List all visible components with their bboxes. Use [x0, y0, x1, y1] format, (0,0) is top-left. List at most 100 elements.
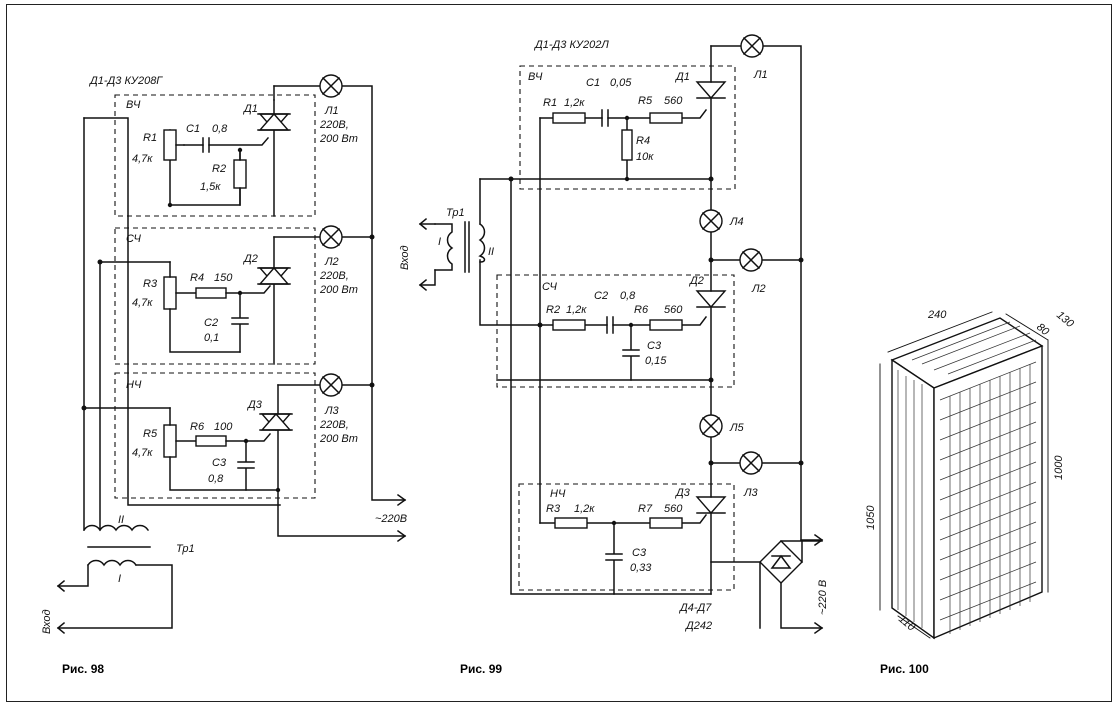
fig98-r5-value: 4,7к	[132, 447, 153, 459]
figure-99-caption: Рис. 99	[460, 662, 503, 676]
fig98-wire-r6	[225, 432, 272, 442]
fig98-r6	[195, 435, 227, 447]
fig100-dim-lines	[879, 311, 1049, 639]
fig98-wire-hf-loop	[169, 129, 241, 206]
fig99-bridge-wires	[710, 539, 823, 629]
fig98-lamp2-label: Л2	[324, 256, 339, 268]
fig98-lamp3-power: 200 Вт	[319, 433, 358, 445]
fig98-d1-wires	[257, 99, 291, 217]
fig99-box-lf	[518, 483, 735, 591]
fig99-wire-input	[419, 223, 436, 286]
fig98-r1	[163, 129, 177, 161]
fig99-r5-value: 560	[664, 95, 683, 107]
fig98-tr1-label: Тр1	[176, 543, 195, 555]
fig98-wire-c1	[183, 136, 270, 146]
fig99-r5	[649, 112, 683, 124]
fig99-bridge-label: Д4-Д7	[678, 602, 712, 614]
fig98-c3-label: C3	[212, 457, 227, 469]
fig98-d1-label: Д1	[242, 103, 258, 115]
fig99-r3	[554, 517, 588, 529]
fig98-lamp2-volt: 220В,	[319, 270, 349, 282]
fig98-band-hf: ВЧ	[126, 99, 141, 111]
fig98-wire-r4	[225, 284, 272, 294]
fig98-lamp-1	[319, 74, 343, 98]
fig98-lamp3-volt: 220В,	[319, 419, 349, 431]
fig98-r6-label: R6	[190, 421, 205, 433]
fig99-mains-label: ~220 В	[817, 580, 829, 615]
fig98-r4-value: 150	[214, 272, 233, 284]
fig100-dim-height-total: 1050	[865, 505, 877, 530]
fig98-c1	[202, 137, 210, 153]
fig98-d3-wires	[259, 384, 406, 537]
fig98-lamp3-label: Л3	[324, 405, 340, 417]
fig98-wire-lamp1	[273, 85, 406, 501]
fig99-r6	[649, 319, 683, 331]
fig99-c3-mf-label: C3	[647, 340, 662, 352]
figure-98-schematic: Д1-Д3 КУ208Г ВЧ СЧ НЧ R1 4,7к C1 0,8 R2 …	[41, 74, 407, 635]
fig99-wire-lamps	[710, 45, 802, 541]
fig99-bridge-type: Д242	[684, 620, 712, 632]
fig99-tr1-core	[464, 221, 470, 273]
fig98-mains-arrow-1	[396, 529, 407, 543]
fig98-winding-1: I	[118, 573, 121, 585]
fig99-r4	[621, 129, 633, 161]
fig99-c3-lf-value: 0,33	[630, 562, 652, 574]
fig99-d1	[695, 81, 727, 100]
fig99-r2-value: 1,2к	[566, 304, 587, 316]
fig99-input-arrows	[418, 217, 428, 292]
fig98-c2-value: 0,1	[204, 332, 219, 344]
fig98-r1-label: R1	[143, 132, 157, 144]
fig99-wire-common-bus	[479, 178, 712, 595]
fig98-box-hf	[114, 94, 316, 217]
fig99-header: Д1-Д3 КУ202Л	[533, 39, 609, 51]
fig98-c2	[231, 292, 249, 353]
page-frame	[6, 4, 1112, 702]
fig98-c1-value: 0,8	[212, 123, 228, 135]
fig99-tr1-label: Тр1	[446, 207, 465, 219]
fig99-lamp5-label: Л5	[729, 422, 745, 434]
fig99-d3-wires	[696, 437, 726, 595]
fig98-r5-label: R5	[143, 428, 158, 440]
fig99-mains-arrows	[813, 533, 824, 635]
fig99-r2-label: R2	[546, 304, 560, 316]
figure-100-caption: Рис. 100	[880, 662, 929, 676]
fig99-lamp-1	[740, 34, 764, 58]
fig99-wire-tr-secondary	[479, 178, 541, 326]
fig98-lamp1-label: Л1	[324, 105, 339, 117]
fig99-lamp-2	[739, 248, 763, 272]
fig99-c3-mf-value: 0,15	[645, 355, 667, 367]
fig99-bridge	[759, 540, 803, 584]
fig98-r6-value: 100	[214, 421, 233, 433]
fig98-r3-value: 4,7к	[132, 297, 153, 309]
fig99-winding-1: I	[438, 236, 441, 248]
fig99-r6-value: 560	[664, 304, 683, 316]
fig98-c3-value: 0,8	[208, 473, 224, 485]
fig99-c2-label: C2	[594, 290, 608, 302]
fig99-c2	[606, 316, 614, 334]
fig98-tr1-primary	[86, 559, 138, 567]
fig99-lamp-4	[699, 209, 723, 233]
fig99-lamp4-label: Л4	[729, 216, 744, 228]
fig99-r7-value: 560	[664, 503, 683, 515]
fig99-r1-value: 1,2к	[564, 97, 585, 109]
fig100-texture	[897, 321, 1037, 634]
fig99-c3-lf	[605, 522, 623, 595]
fig98-d2-wires	[257, 236, 291, 365]
fig98-d3-label: Д3	[246, 399, 263, 411]
fig98-wire-hf-input	[83, 117, 129, 217]
fig99-c1	[601, 109, 609, 127]
fig99-band-lf: НЧ	[550, 488, 566, 500]
fig98-wire-common	[127, 215, 281, 506]
fig99-d1-label: Д1	[674, 71, 690, 83]
fig98-lamp1-power: 200 Вт	[319, 133, 358, 145]
fig100-dim-height: 1000	[1053, 455, 1065, 480]
fig98-wire-r3	[169, 261, 241, 353]
fig99-r1-label: R1	[543, 97, 557, 109]
fig99-wire-ch1	[539, 108, 708, 119]
fig98-c3	[237, 440, 255, 491]
fig98-r3	[163, 276, 177, 310]
fig98-r5	[163, 424, 177, 458]
fig99-tr1-secondary	[478, 222, 486, 263]
figure-100-block: 240 130 80 1000 1050 110	[865, 309, 1077, 640]
fig100-dim-width: 240	[927, 309, 947, 321]
